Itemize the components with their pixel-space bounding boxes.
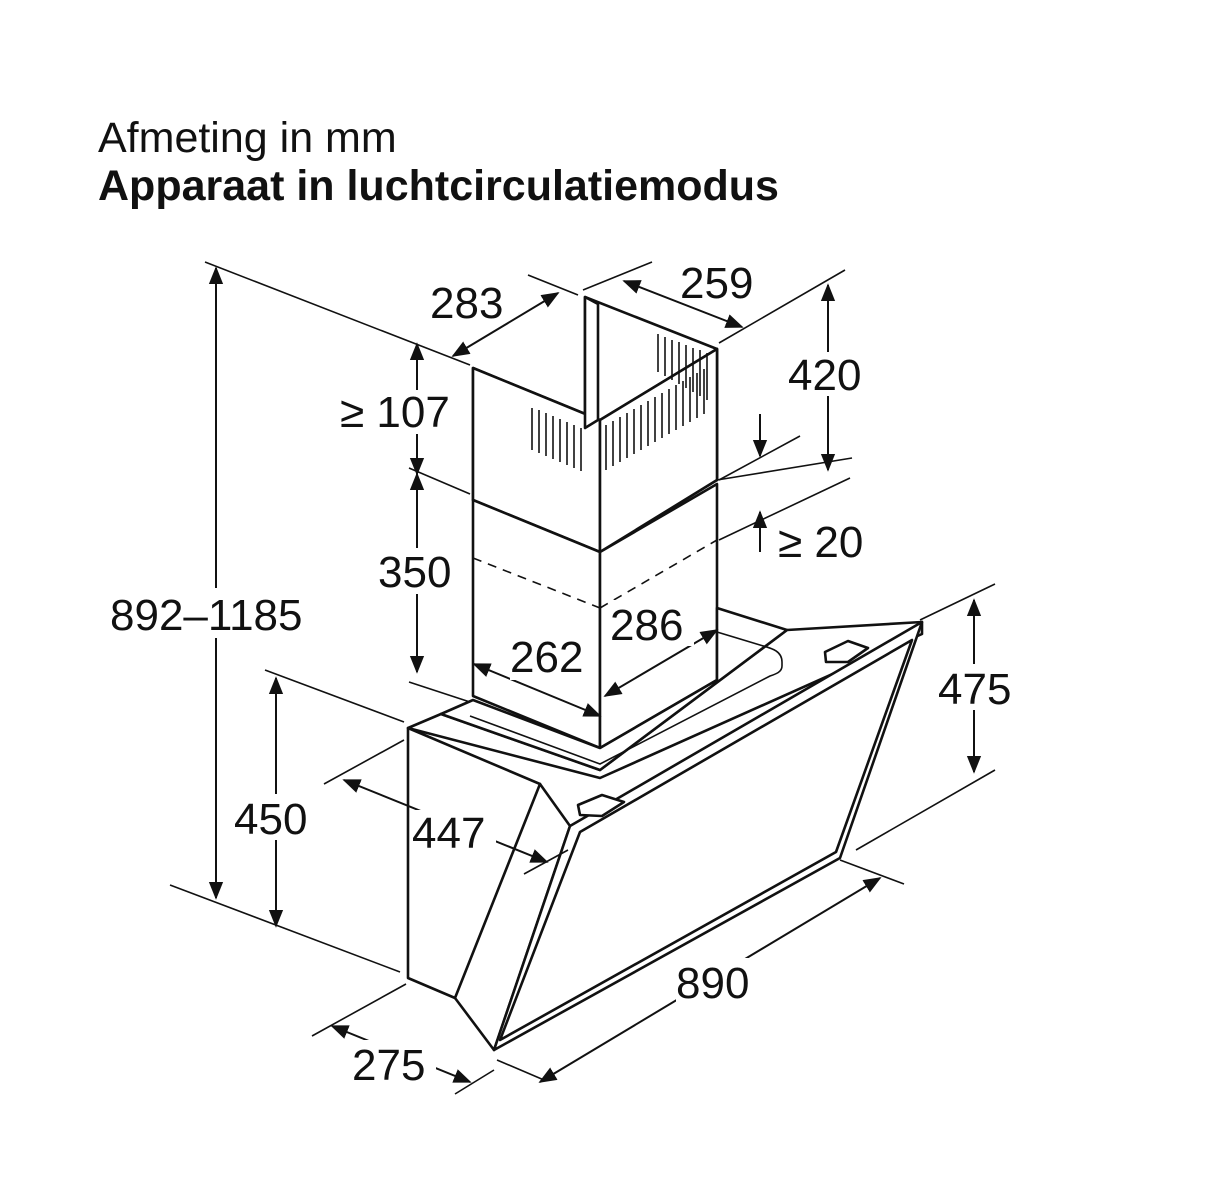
label-chimney-upper-depth: 283	[430, 279, 503, 328]
label-chimney-upper-width: 259	[680, 259, 753, 308]
label-total-height: 892–1185	[110, 591, 303, 640]
label-width: 890	[676, 959, 749, 1008]
label-body-height: 450	[234, 795, 307, 844]
label-min-gap: ≥ 20	[778, 518, 863, 567]
diagram-subtitle: Apparaat in luchtcirculatiemodus	[98, 162, 779, 210]
dimension-lines	[169, 261, 996, 1095]
label-chimney-lower-height: 350	[378, 548, 451, 597]
dimension-labels: 892–1185 283 259 420 ≥ 107 ≥ 20 350 262 …	[108, 259, 1020, 1090]
vent-slots-right	[605, 334, 708, 470]
label-body-depth-top: 447	[412, 809, 485, 858]
label-base-depth: 275	[352, 1041, 425, 1090]
label-chimney-lower-depth: 286	[610, 601, 683, 650]
label-glass-height: 475	[938, 665, 1011, 714]
label-chimney-lower-width: 262	[510, 633, 583, 682]
vent-slots-left	[531, 408, 582, 471]
label-chimney-upper-height: 420	[788, 351, 861, 400]
hood-outline	[406, 295, 924, 1052]
diagram-title: Afmeting in mm	[98, 114, 397, 162]
label-min-overlap: ≥ 107	[340, 388, 450, 437]
